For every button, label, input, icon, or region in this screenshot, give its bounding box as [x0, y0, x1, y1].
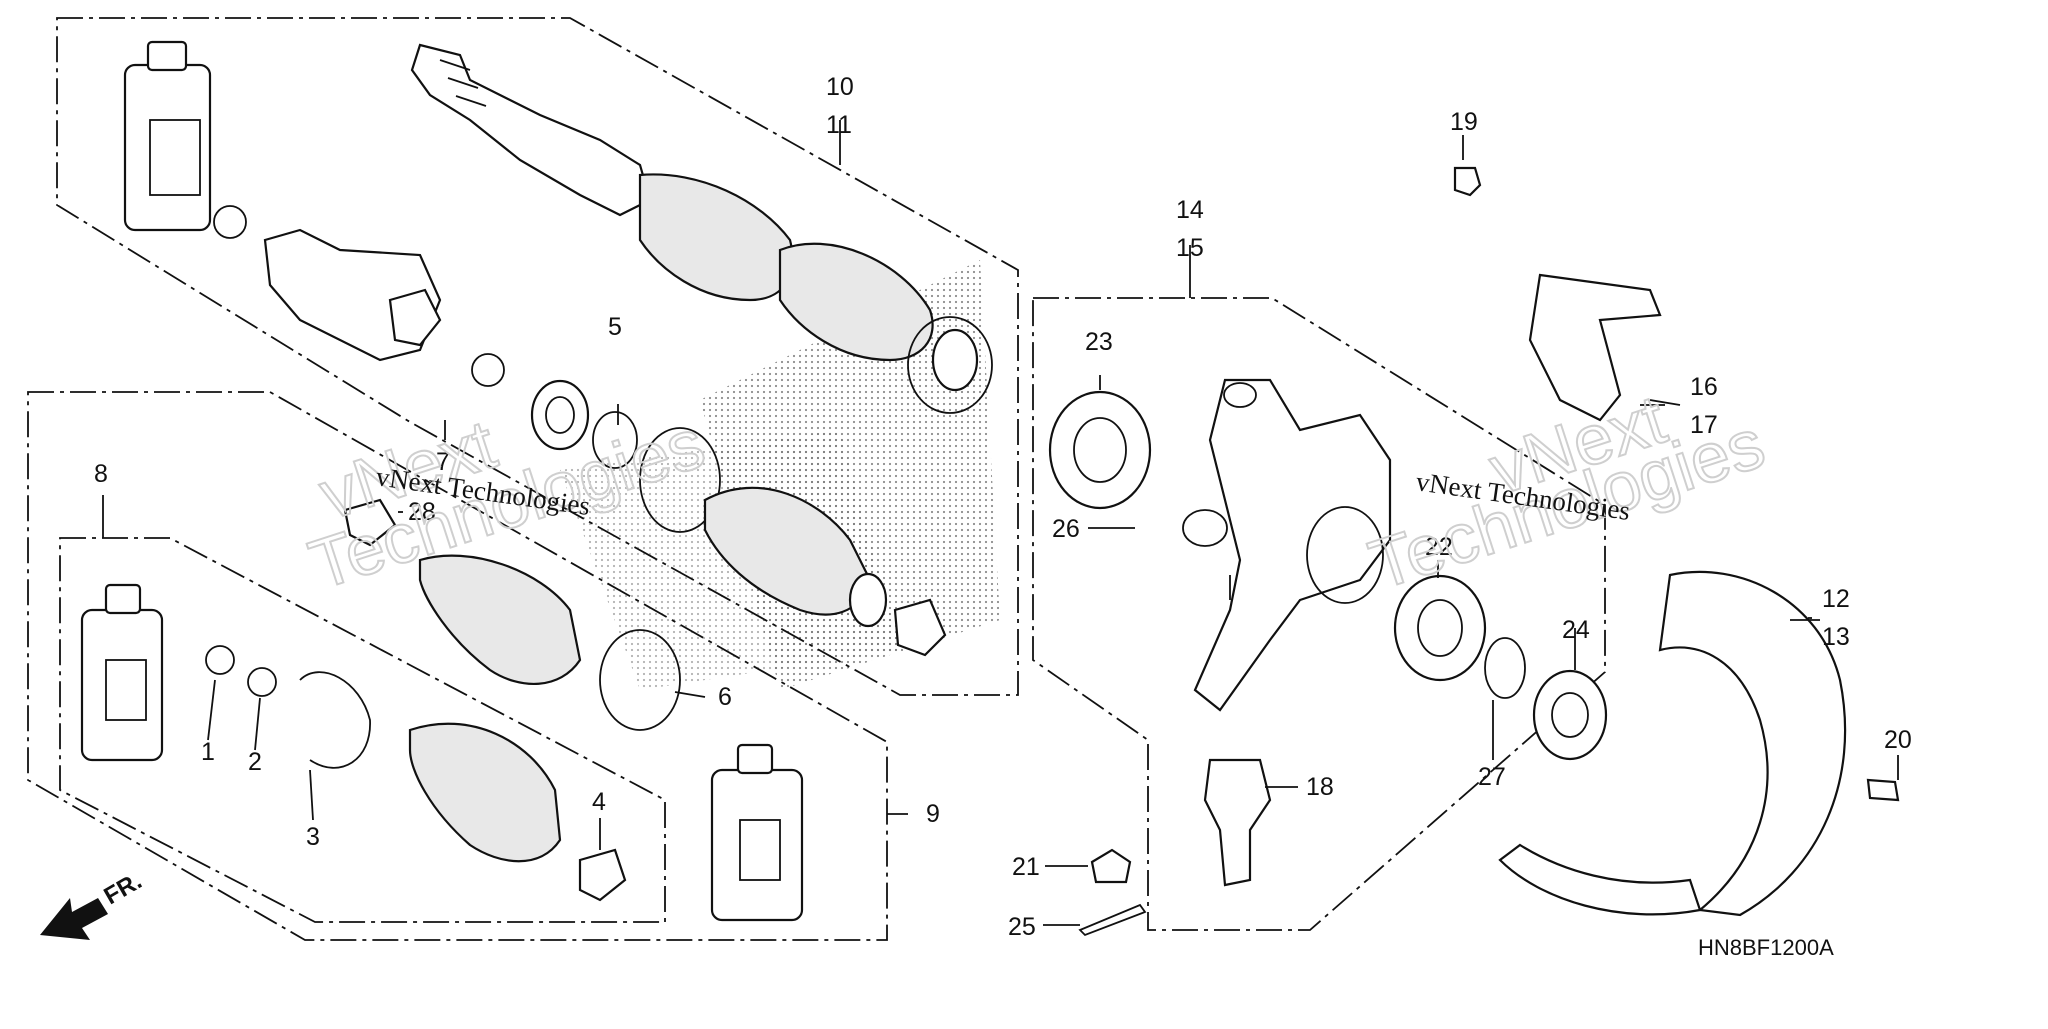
group-outline-boot-kit: [59, 537, 666, 923]
drawing-code: HN8BF1200A: [1698, 935, 1834, 960]
front-direction-arrow: FR.: [40, 867, 146, 940]
callout-27: 27: [1478, 763, 1506, 791]
callout-24: 24: [1562, 616, 1590, 644]
callout-19: 19: [1450, 108, 1478, 136]
callout-3: 3: [306, 823, 320, 851]
ball-joint-18: [1203, 758, 1272, 887]
callout-5: 5: [608, 313, 622, 341]
oil-bottle-top: [123, 40, 212, 232]
knuckle: [1193, 378, 1392, 712]
callout-4: 4: [592, 788, 606, 816]
snap-ring-top: [213, 205, 247, 239]
callout-18: 18: [1306, 773, 1334, 801]
snap-ring-27: [1484, 637, 1526, 699]
nut-21: [1090, 848, 1132, 884]
group-outline-knuckle: [1032, 297, 1606, 931]
callout-2: 2: [248, 748, 262, 776]
callout-11: 11: [826, 111, 852, 139]
callout-1: 1: [201, 738, 215, 766]
lower-kit-parts: [80, 583, 804, 922]
drive-shaft-assembly: [410, 43, 993, 414]
leader-lines: [102, 120, 1899, 926]
callout-28: 28: [408, 498, 436, 526]
joint-ring-parts: [530, 379, 721, 533]
callout-16: 16: [1690, 373, 1718, 401]
outer-joint: [263, 228, 442, 362]
snap-ring-26: [1182, 509, 1228, 547]
callout-23: 23: [1085, 328, 1113, 356]
callout-14: 14: [1176, 196, 1204, 224]
brake-shield-12-13: [1498, 570, 1847, 917]
callout-12: 12: [1822, 585, 1850, 613]
clip-7: [471, 353, 505, 387]
front-direction-label: FR.: [100, 867, 147, 910]
bracket-16-17: [1528, 273, 1662, 422]
bolt-19: [1453, 166, 1482, 197]
callout-labels: 10 11 14 15 19 16 17 23 26 22 12 13 24 2…: [94, 73, 1912, 941]
seal-24: [1532, 669, 1608, 761]
group-outline-drive-shaft: [56, 17, 1019, 696]
cotter-pin-25: [1078, 903, 1147, 937]
callout-20: 20: [1884, 726, 1912, 754]
callout-8: 8: [94, 460, 108, 488]
watermark: vNext Technologies vNext Technologies vN…: [300, 379, 1775, 605]
callout-22: 22: [1425, 533, 1453, 561]
middle-boot: [703, 486, 947, 657]
group-outline-joint-kit: [27, 391, 888, 941]
callout-25: 25: [1008, 913, 1036, 941]
callout-9: 9: [926, 800, 940, 828]
bolt-20: [1866, 778, 1900, 802]
callout-17: 17: [1690, 411, 1718, 439]
clamp-28: [343, 498, 397, 547]
callout-6: 6: [718, 683, 732, 711]
callout-26: 26: [1052, 515, 1080, 543]
boot-6: [418, 554, 681, 731]
bearing-23: [1048, 390, 1152, 510]
callout-10: 10: [826, 73, 854, 101]
callout-7: 7: [436, 448, 450, 476]
callout-13: 13: [1822, 623, 1850, 651]
callout-15: 15: [1176, 234, 1204, 262]
callout-21: 21: [1012, 853, 1040, 881]
bearing-22: [1393, 574, 1487, 682]
